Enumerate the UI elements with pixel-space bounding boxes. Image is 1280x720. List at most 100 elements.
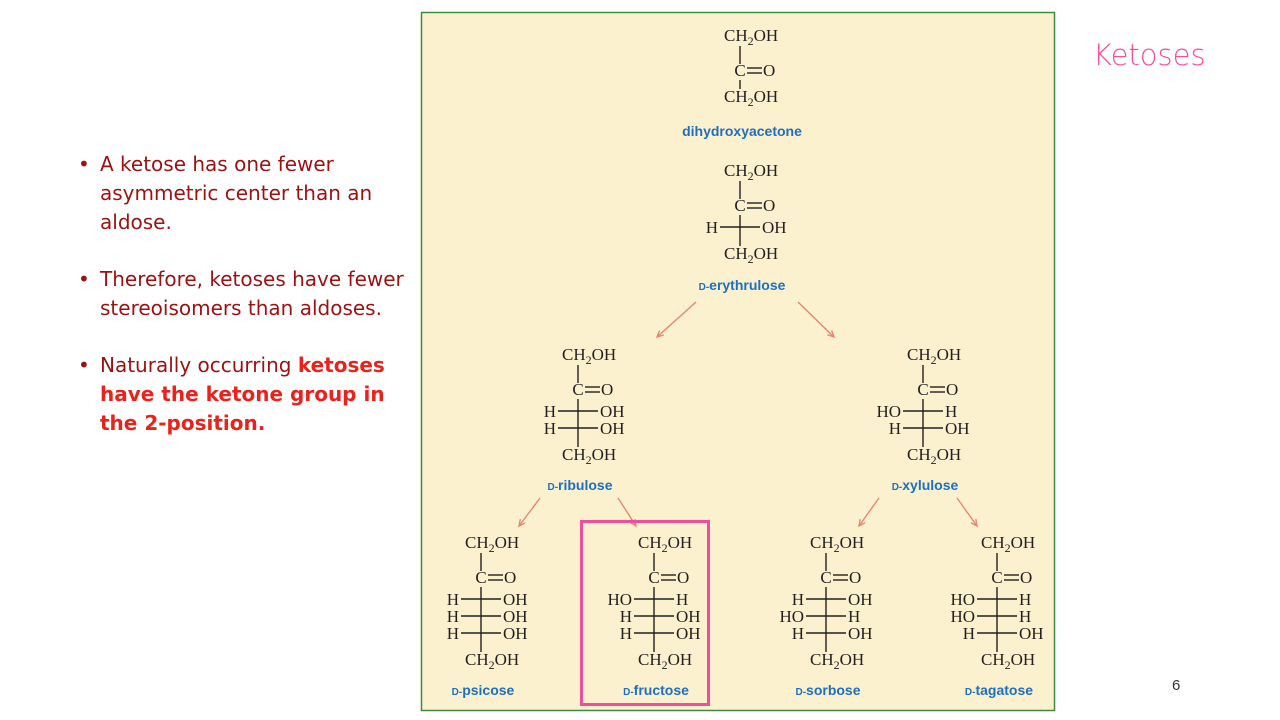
substituent-right: OH <box>848 590 873 609</box>
substituent-right: OH <box>1019 624 1044 643</box>
substituent-left: H <box>544 419 556 438</box>
substituent-right: H <box>945 402 957 421</box>
name-xylulose: D-xylulose <box>892 477 959 493</box>
carbonyl-carbon: C <box>648 568 659 587</box>
arrow-icon <box>858 497 880 528</box>
carbonyl-carbon: C <box>991 568 1002 587</box>
carbonyl-carbon: C <box>734 196 745 215</box>
substituent-left: H <box>706 218 718 237</box>
bullet-highlight-text: ketoses have the ketone group in the 2-p… <box>100 353 385 435</box>
carbonyl-oxygen: O <box>763 61 775 80</box>
substituent-left: HO <box>950 590 975 609</box>
bullet-dot-icon: • <box>78 152 90 176</box>
ch2oh-group: CH2OH <box>724 87 778 109</box>
arrow-icon <box>956 497 978 528</box>
carbonyl-oxygen: O <box>849 568 861 587</box>
carbonyl-oxygen: O <box>601 380 613 399</box>
ch2oh-group: CH2OH <box>465 650 519 672</box>
carbonyl-oxygen: O <box>677 568 689 587</box>
bullet-item: • Naturally occurring ketoses have the k… <box>78 351 423 438</box>
substituent-left: H <box>447 607 459 626</box>
bullet-item: • A ketose has one fewer asymmetric cent… <box>78 150 423 237</box>
slide-title: Ketoses <box>1093 38 1206 72</box>
bullet-text: Therefore, ketoses have fewer stereoisom… <box>100 267 404 320</box>
substituent-right: H <box>1019 607 1031 626</box>
bullet-dot-icon: • <box>78 267 90 291</box>
page-number: 6 <box>1172 677 1181 694</box>
carbonyl-carbon: C <box>475 568 486 587</box>
arrow-icon <box>655 301 697 338</box>
ch2oh-group: CH2OH <box>981 650 1035 672</box>
substituent-left: HO <box>950 607 975 626</box>
ch2oh-group: CH2OH <box>724 26 778 48</box>
bullet-dot-icon: • <box>78 353 90 377</box>
ch2oh-group: CH2OH <box>638 533 692 555</box>
carbonyl-oxygen: O <box>946 380 958 399</box>
carbonyl-oxygen: O <box>763 196 775 215</box>
name-ribulose: D-ribulose <box>547 477 612 493</box>
ch2oh-group: CH2OH <box>562 445 616 467</box>
substituent-right: OH <box>945 419 970 438</box>
ch2oh-group: CH2OH <box>724 161 778 183</box>
ch2oh-group: CH2OH <box>907 445 961 467</box>
name-dihydroxyacetone: dihydroxyacetone <box>682 123 802 139</box>
ch2oh-group: CH2OH <box>465 533 519 555</box>
name-sorbose: D-sorbose <box>795 682 860 698</box>
ch2oh-group: CH2OH <box>810 650 864 672</box>
substituent-left: H <box>792 590 804 609</box>
name-tagatose: D-tagatose <box>965 682 1033 698</box>
bullet-list: • A ketose has one fewer asymmetric cent… <box>78 150 423 466</box>
carbonyl-carbon: C <box>572 380 583 399</box>
bullet-text: Naturally occurring <box>100 353 298 377</box>
arrow-icon <box>797 301 836 339</box>
substituent-left: HO <box>779 607 804 626</box>
substituent-right: OH <box>848 624 873 643</box>
substituent-right: OH <box>676 624 701 643</box>
carbonyl-carbon: C <box>917 380 928 399</box>
substituent-right: OH <box>600 402 625 421</box>
substituent-left: HO <box>876 402 901 421</box>
substituent-left: H <box>620 607 632 626</box>
substituent-left: H <box>792 624 804 643</box>
substituent-right: OH <box>762 218 787 237</box>
substituent-right: H <box>848 607 860 626</box>
substituent-left: H <box>544 402 556 421</box>
substituent-left: H <box>447 624 459 643</box>
bullet-item: • Therefore, ketoses have fewer stereois… <box>78 265 423 323</box>
ch2oh-group: CH2OH <box>907 345 961 367</box>
substituent-left: HO <box>607 590 632 609</box>
ch2oh-group: CH2OH <box>981 533 1035 555</box>
substituent-left: H <box>963 624 975 643</box>
carbonyl-oxygen: O <box>504 568 516 587</box>
substituent-right: OH <box>503 590 528 609</box>
name-erythrulose: D-erythrulose <box>699 277 786 293</box>
substituent-right: OH <box>600 419 625 438</box>
substituent-right: OH <box>503 607 528 626</box>
name-psicose: D-psicose <box>452 682 515 698</box>
substituent-right: H <box>676 590 688 609</box>
ch2oh-group: CH2OH <box>638 650 692 672</box>
name-fructose: D-fructose <box>623 682 689 698</box>
bullet-text: A ketose has one fewer asymmetric center… <box>100 152 373 234</box>
substituent-left: H <box>620 624 632 643</box>
substituent-left: H <box>889 419 901 438</box>
ch2oh-group: CH2OH <box>724 244 778 266</box>
ch2oh-group: CH2OH <box>810 533 864 555</box>
carbonyl-oxygen: O <box>1020 568 1032 587</box>
substituent-right: OH <box>676 607 701 626</box>
figure-background <box>420 11 1056 712</box>
substituent-left: H <box>447 590 459 609</box>
ch2oh-group: CH2OH <box>562 345 616 367</box>
carbonyl-carbon: C <box>734 61 745 80</box>
carbonyl-carbon: C <box>820 568 831 587</box>
fructose-highlight-box <box>580 520 710 706</box>
substituent-right: H <box>1019 590 1031 609</box>
